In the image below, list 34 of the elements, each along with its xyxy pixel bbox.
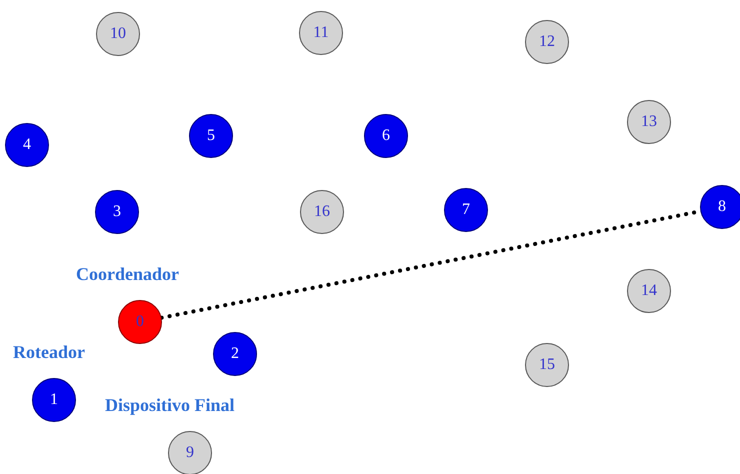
role-label: Coordenador: [76, 264, 179, 285]
node-number: 10: [110, 25, 126, 43]
node-number: 3: [113, 203, 121, 221]
node-number: 11: [313, 24, 329, 42]
node-number: 12: [539, 33, 555, 51]
router-node: [364, 114, 408, 158]
node-number: 5: [207, 127, 215, 145]
end-device-node: [96, 12, 140, 56]
node-number: 1: [50, 391, 58, 409]
node-number: 2: [231, 345, 239, 363]
end-device-node: [627, 100, 671, 144]
end-device-node: [525, 20, 569, 64]
router-node: [700, 185, 740, 229]
node-number: 8: [718, 198, 726, 216]
node-number: 13: [641, 113, 657, 131]
node-number: 0: [136, 313, 144, 331]
router-node: [213, 332, 257, 376]
node-number: 16: [314, 203, 330, 221]
node-number: 15: [539, 356, 555, 374]
end-device-node: [627, 269, 671, 313]
end-device-node: [299, 11, 343, 55]
node-number: 7: [462, 201, 470, 219]
end-device-node: [525, 343, 569, 387]
node-number: 4: [23, 136, 31, 154]
role-label: Roteador: [13, 342, 85, 363]
node-number: 9: [186, 444, 194, 462]
router-node: [444, 188, 488, 232]
end-device-node: [300, 190, 344, 234]
role-label: Dispositivo Final: [105, 395, 235, 416]
node-number: 6: [382, 127, 390, 145]
router-node: [95, 190, 139, 234]
router-node: [189, 114, 233, 158]
node-number: 14: [641, 282, 657, 300]
router-node: [5, 123, 49, 167]
